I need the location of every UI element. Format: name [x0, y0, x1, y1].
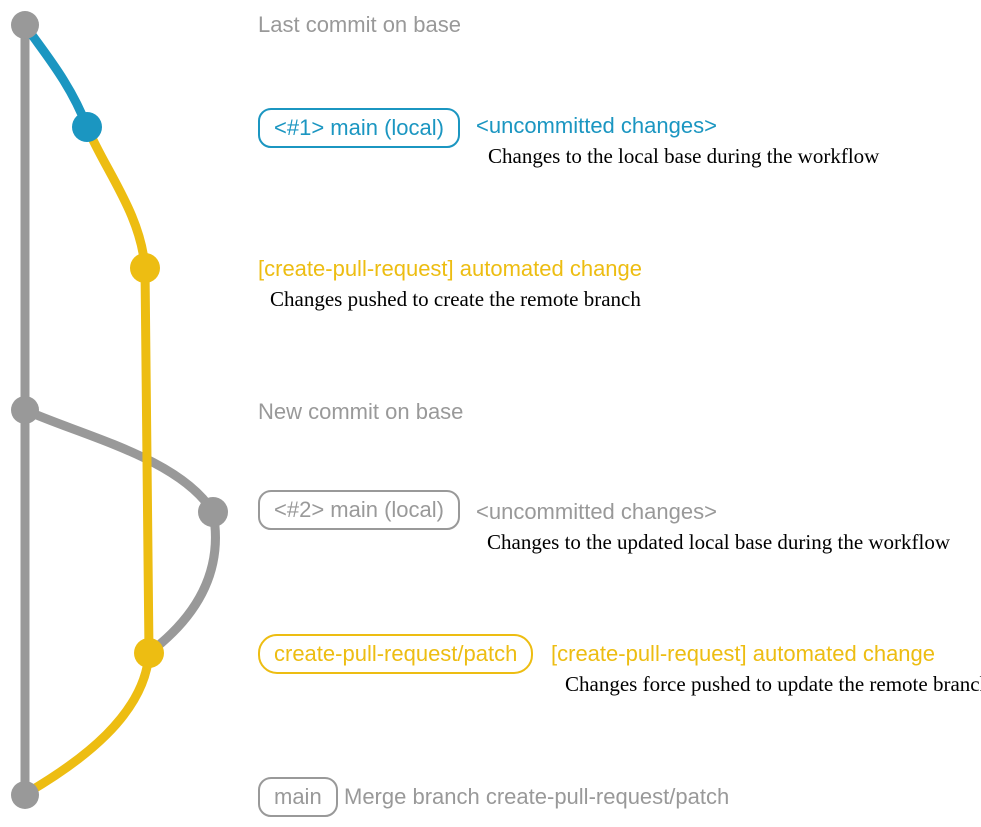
patch-branch-curve: [24, 125, 154, 797]
commit-node-local-main-1: [72, 112, 102, 142]
commit-node-merge-commit: [11, 781, 39, 809]
branch-badge-main-local-2: <#2> main (local): [258, 490, 460, 530]
branch-badge-main: main: [258, 777, 338, 817]
uncommitted-branch-curve-1: [21, 22, 92, 129]
rebase-branch-curve: [23, 405, 220, 657]
branch-badge-main-local-1: <#1> main (local): [258, 108, 460, 148]
automated-change-heading-1: [create-pull-request] automated change: [258, 256, 643, 281]
commit-node-new-commit-on-base: [11, 396, 39, 424]
automated-change-description-2: Changes force pushed to update the remot…: [565, 672, 981, 696]
uncommitted-changes-description-2: Changes to the updated local base during…: [487, 530, 951, 554]
commit-node-automated-change-2: [134, 638, 164, 668]
automated-change-description-1: Changes pushed to create the remote bran…: [270, 287, 641, 311]
commit-node-automated-change-1: [130, 253, 160, 283]
automated-change-heading-2: [create-pull-request] automated change: [551, 641, 936, 666]
last-commit-label: Last commit on base: [258, 12, 461, 37]
merge-commit-label: Merge branch create-pull-request/patch: [344, 784, 730, 809]
git-graph: [11, 11, 228, 809]
uncommitted-changes-heading-1: <uncommitted changes>: [476, 113, 717, 138]
branch-badge-patch: create-pull-request/patch: [258, 634, 534, 674]
commit-node-local-main-2: [198, 497, 228, 527]
commit-node-last-commit-on-base: [11, 11, 39, 39]
uncommitted-changes-heading-2: <uncommitted changes>: [476, 499, 717, 524]
uncommitted-changes-description-1: Changes to the local base during the wor…: [488, 144, 880, 168]
new-commit-label: New commit on base: [258, 399, 464, 424]
